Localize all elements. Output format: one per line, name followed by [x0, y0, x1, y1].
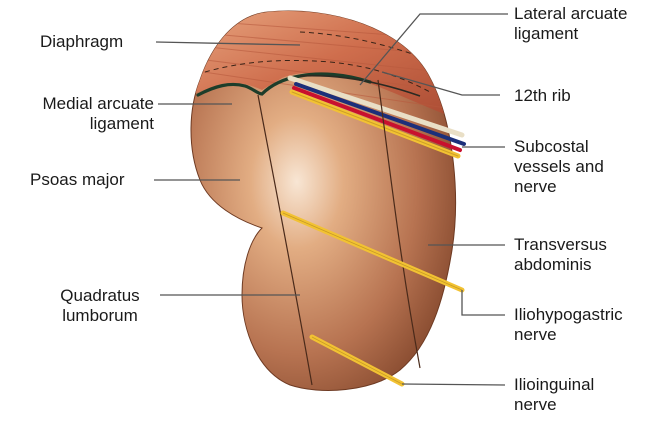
label-subcostal-line1: Subcostal [514, 137, 604, 157]
label-12th-rib: 12th rib [514, 86, 571, 106]
label-transversus-line2: abdominis [514, 255, 607, 275]
label-iliohypogastric: Iliohypogastric nerve [514, 305, 623, 345]
label-lateral-arcuate-line2: ligament [514, 24, 627, 44]
label-medial-arcuate-line1: Medial arcuate [8, 94, 154, 114]
label-iliohypogastric-line2: nerve [514, 325, 623, 345]
label-medial-arcuate-line2: ligament [8, 114, 154, 134]
label-subcostal: Subcostal vessels and nerve [514, 137, 604, 197]
label-transversus-line1: Transversus [514, 235, 607, 255]
label-psoas-major: Psoas major [30, 170, 124, 190]
label-subcostal-line2: vessels and [514, 157, 604, 177]
label-quadratus: Quadratus lumborum [50, 286, 150, 326]
label-ilioinguinal: Ilioinguinal nerve [514, 375, 594, 415]
label-medial-arcuate: Medial arcuate ligament [8, 94, 154, 134]
label-ilioinguinal-line1: Ilioinguinal [514, 375, 594, 395]
label-ilioinguinal-line2: nerve [514, 395, 594, 415]
label-quadratus-line2: lumborum [50, 306, 150, 326]
label-iliohypogastric-line1: Iliohypogastric [514, 305, 623, 325]
label-diaphragm: Diaphragm [40, 32, 123, 52]
label-lateral-arcuate: Lateral arcuate ligament [514, 4, 627, 44]
label-quadratus-line1: Quadratus [50, 286, 150, 306]
label-subcostal-line3: nerve [514, 177, 604, 197]
leader-ilioinguinal [402, 384, 505, 385]
label-transversus: Transversus abdominis [514, 235, 607, 275]
leader-iliohypogastric [462, 290, 505, 315]
label-lateral-arcuate-line1: Lateral arcuate [514, 4, 627, 24]
